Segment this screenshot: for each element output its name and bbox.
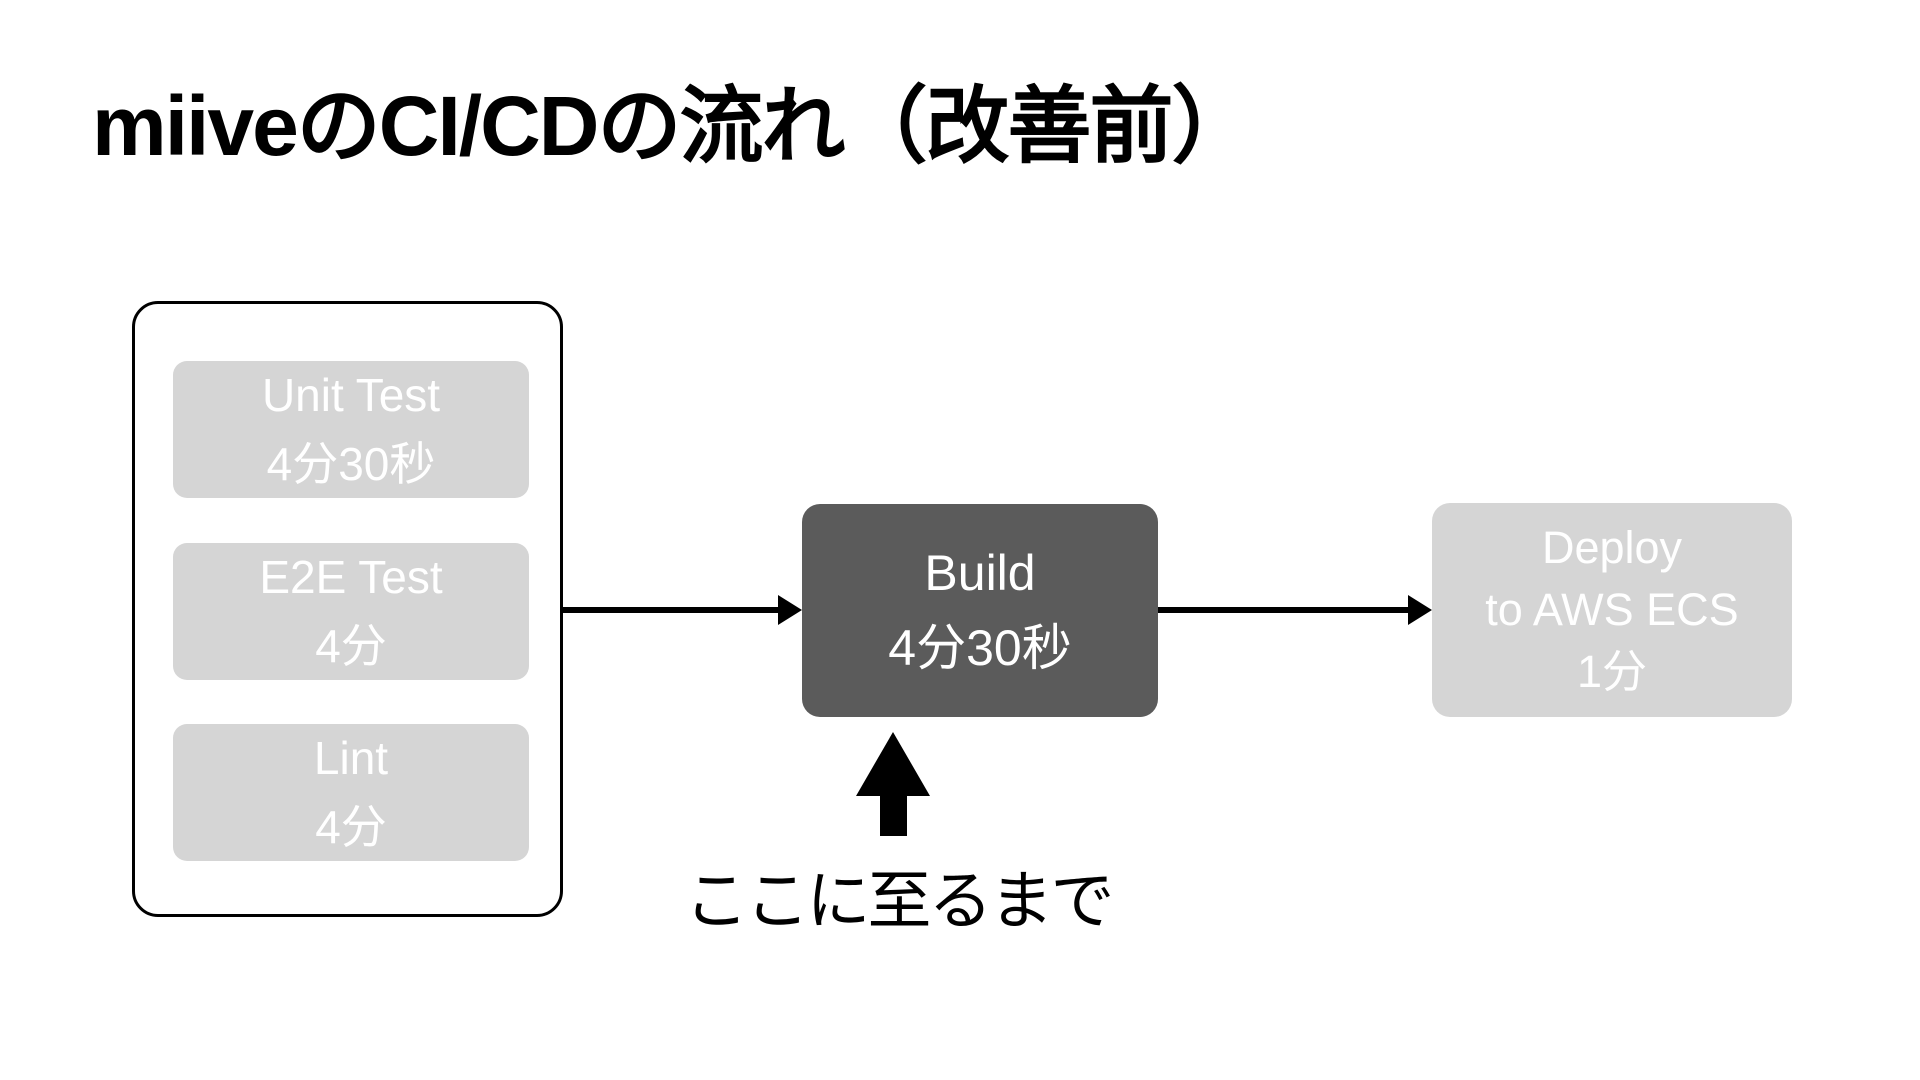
step-duration: 4分 <box>315 800 387 853</box>
flow-arrow-build-to-deploy-line <box>1158 607 1411 613</box>
step-name-line: Deploy <box>1541 521 1683 573</box>
step-box-unit-test: Unit Test 4分30秒 <box>173 361 529 498</box>
step-duration: 4分30秒 <box>266 437 436 490</box>
step-box-build: Build 4分30秒 <box>802 504 1158 717</box>
flow-arrow-tests-to-build-head-icon <box>778 595 802 625</box>
step-duration: 4分30秒 <box>888 619 1072 676</box>
step-name: Build <box>924 544 1036 601</box>
step-name: Unit Test <box>261 369 441 422</box>
flow-arrow-build-to-deploy-head-icon <box>1408 595 1432 625</box>
step-box-deploy: Deploy to AWS ECS 1分 <box>1432 503 1792 717</box>
step-duration: 1分 <box>1576 646 1648 698</box>
page-title: miiveのCI/CDの流れ（改善前） <box>92 79 1255 173</box>
step-name-line: to AWS ECS <box>1485 583 1739 635</box>
step-name: Lint <box>313 732 389 785</box>
step-name: E2E Test <box>259 551 443 604</box>
flow-arrow-tests-to-build-line <box>563 607 781 613</box>
annotation-up-arrow-icon <box>856 732 930 796</box>
step-box-lint: Lint 4分 <box>173 724 529 861</box>
annotation-up-arrow-stem <box>880 794 907 836</box>
step-duration: 4分 <box>315 619 387 672</box>
annotation-label: ここに至るまで <box>684 865 1115 937</box>
parallel-jobs-container: Unit Test 4分30秒 E2E Test 4分 Lint 4分 <box>132 301 563 917</box>
step-box-e2e-test: E2E Test 4分 <box>173 543 529 680</box>
